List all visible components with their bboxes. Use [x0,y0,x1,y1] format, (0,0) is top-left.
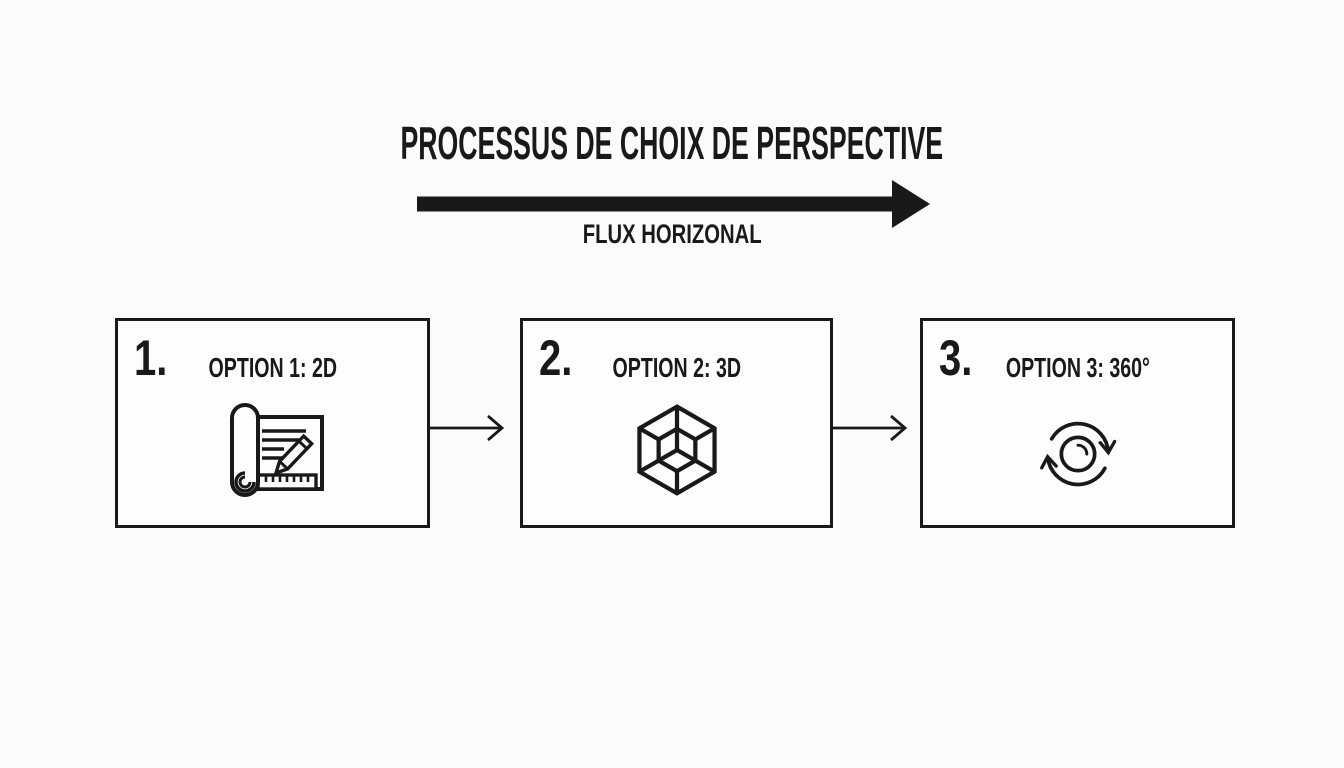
step-label-text: OPTION 3: 360° [1005,352,1150,383]
step-label-text: OPTION 1: 2D [208,352,337,383]
flow-arrow-icon [417,180,930,228]
cube-3d-icon-svg [636,404,717,496]
rotation-360-icon [923,405,1232,503]
step-box-1: 1. OPTION 1: 2D [115,318,430,528]
step-label: OPTION 1: 2D [118,354,427,382]
step-label-text: OPTION 2: 3D [612,352,741,383]
step-box-2: 2. OPTION 2: 3D [520,318,833,528]
right-arrow-icon [430,414,505,442]
page-title: PROCESSUS DE CHOIX DE PERSPECTIVE [0,120,1344,166]
step-box-3: 3. OPTION 3: 360° [920,318,1235,528]
blueprint-2d-icon [118,397,427,507]
step-label: OPTION 2: 3D [523,354,830,382]
connector-arrow-2 [833,413,910,443]
connector-arrow-1 [430,413,507,443]
page-title-text: PROCESSUS DE CHOIX DE PERSPECTIVE [400,117,944,169]
flow-arrow [417,180,930,228]
step-number: 1. [134,330,168,386]
cube-3d-icon [523,397,830,503]
step-label: OPTION 3: 360° [923,354,1232,382]
rotation-360-icon-svg [1039,421,1116,487]
flow-label: FLUX HORIZONAL [0,221,1344,248]
right-arrow-icon [833,414,908,442]
flow-label-text: FLUX HORIZONAL [582,219,762,249]
blueprint-2d-icon-svg [229,403,324,497]
step-number: 2. [539,330,573,386]
step-number: 3. [939,330,973,386]
